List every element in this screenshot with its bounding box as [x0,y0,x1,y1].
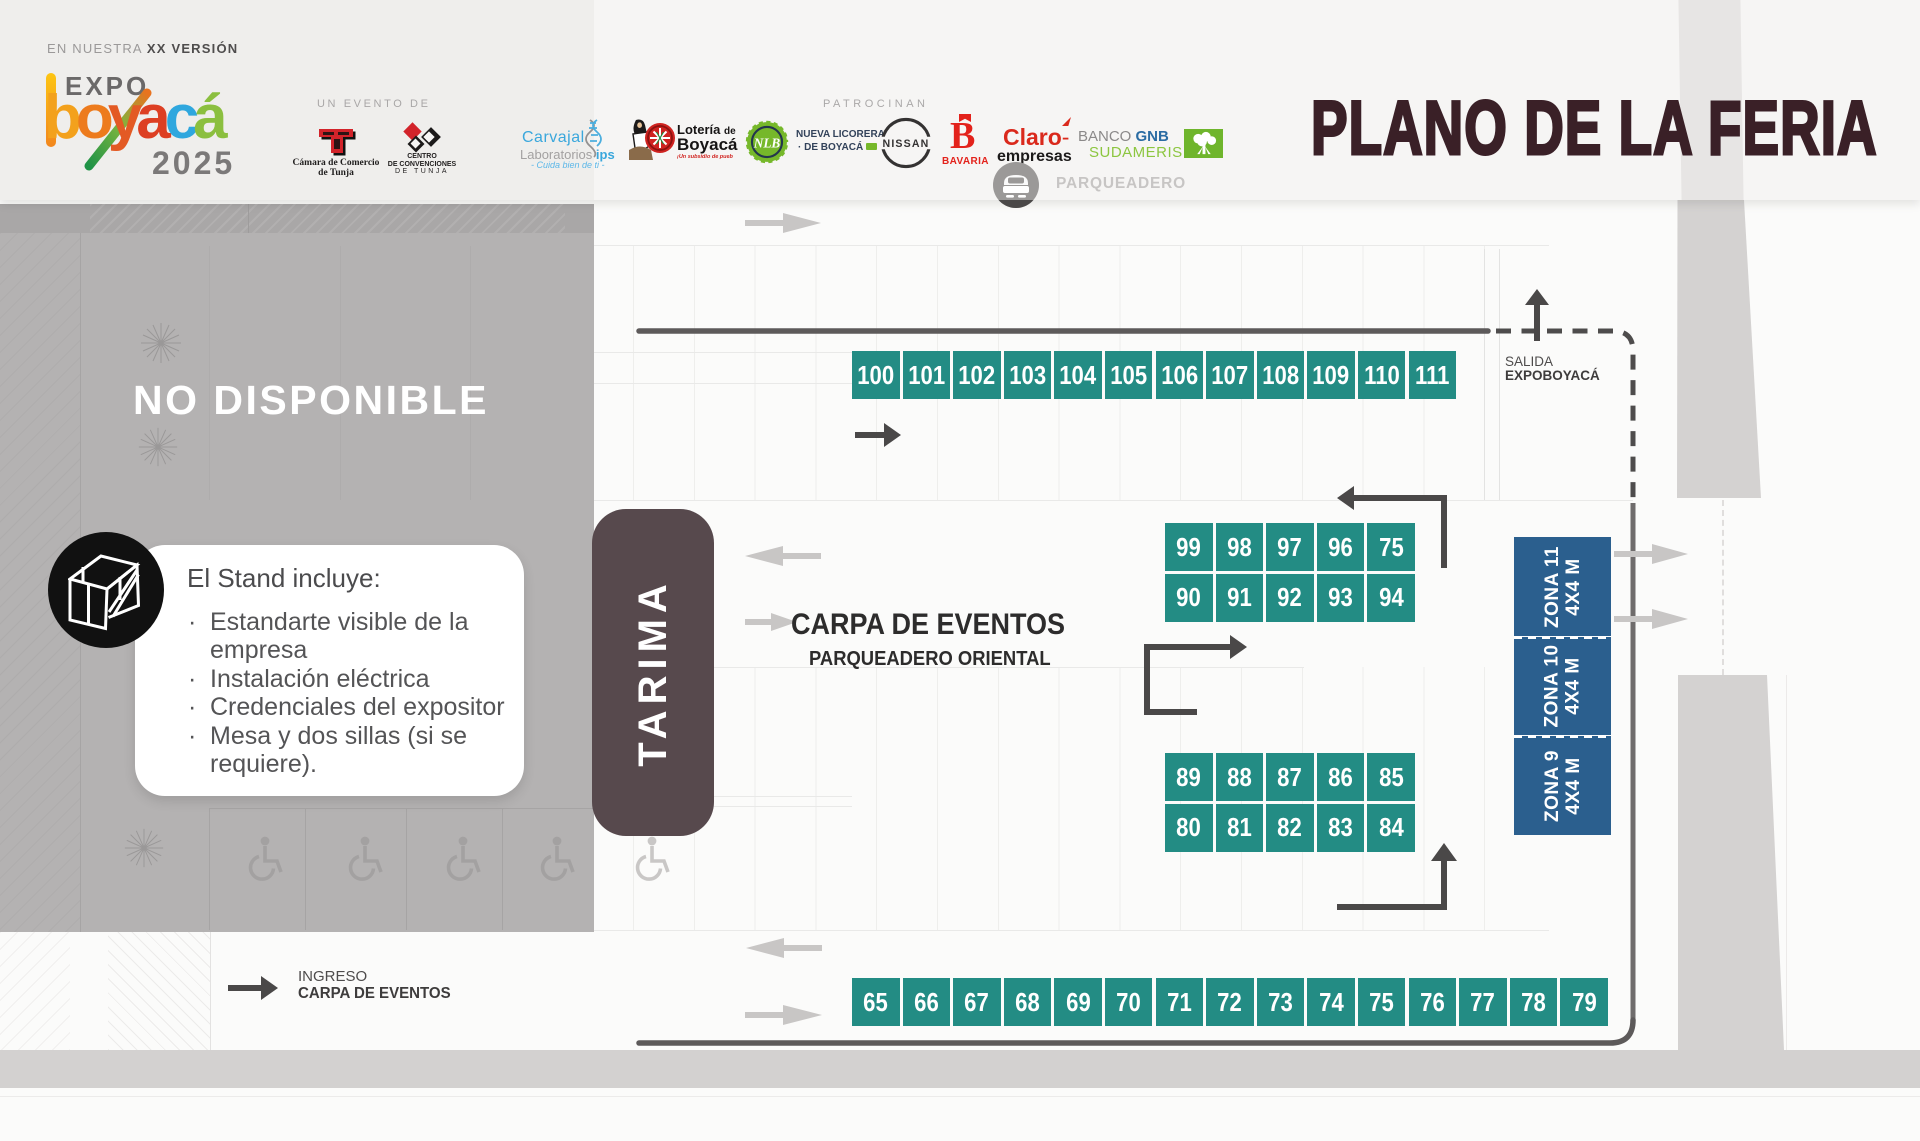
svg-text:NISSAN: NISSAN [883,138,930,150]
svg-text:NLB: NLB [753,135,781,150]
